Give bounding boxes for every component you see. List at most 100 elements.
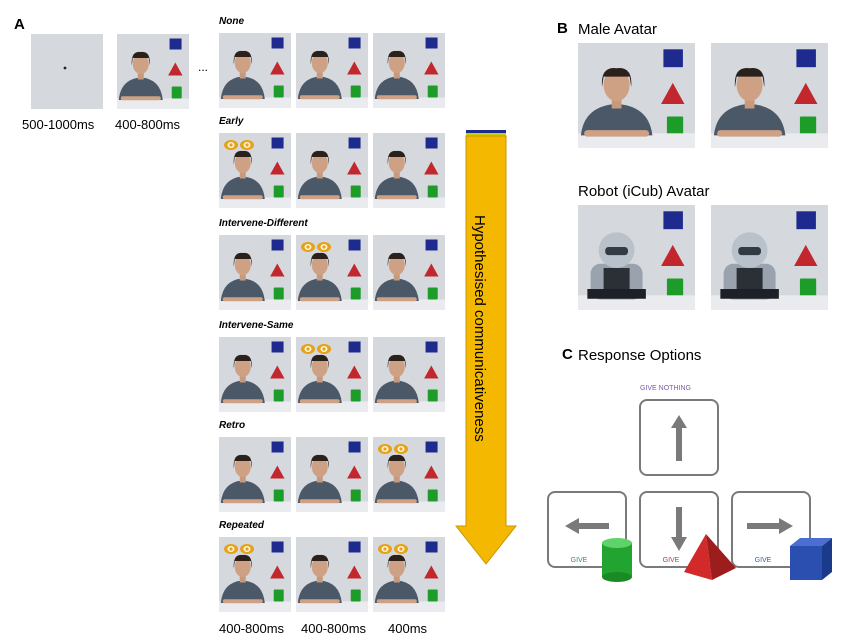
timing-col-1: 400-800ms [219, 621, 285, 636]
blue-cube-icon [348, 441, 361, 453]
red-pyramid-icon [794, 82, 818, 105]
avatar-frame [296, 337, 368, 412]
key-left[interactable]: GIVE [547, 491, 627, 568]
red-pyramid-icon [347, 263, 362, 277]
green-cylinder-object [602, 538, 632, 582]
green-cylinder-icon [350, 185, 361, 198]
red-pyramid-icon [794, 244, 818, 267]
avatar-frame [373, 133, 445, 208]
red-pyramid-icon [424, 263, 439, 277]
panel-c-letter: C [562, 346, 573, 363]
blue-cube-icon [169, 38, 182, 50]
avatar-frame [219, 235, 291, 310]
timing-fixation: 500-1000ms [22, 117, 95, 132]
robot-avatar-frame-2 [711, 205, 828, 310]
green-cylinder-icon [350, 589, 361, 602]
avatar-frame [219, 437, 291, 512]
male-avatar-title: Male Avatar [578, 21, 657, 38]
avatar-frame [219, 537, 291, 612]
red-pyramid-icon [347, 161, 362, 175]
red-pyramid-icon [424, 465, 439, 479]
blue-cube-icon [425, 341, 438, 353]
green-cylinder-icon [273, 489, 284, 502]
avatar-frame [296, 437, 368, 512]
timing-col-2: 400-800ms [301, 621, 367, 636]
arrow-left-icon [565, 518, 609, 534]
green-cylinder-icon [350, 389, 361, 402]
give-right-label: GIVE [754, 557, 772, 564]
avatar-frame [296, 235, 368, 310]
condition-label: Repeated [219, 520, 265, 531]
red-pyramid-icon [347, 365, 362, 379]
blue-cube-icon [271, 239, 284, 251]
green-cylinder-icon [350, 489, 361, 502]
condition-label: Retro [219, 420, 246, 431]
give-nothing-label: GIVE NOTHING [640, 385, 691, 392]
red-pyramid-icon [424, 365, 439, 379]
avatar-frame [373, 537, 445, 612]
give-down-label: GIVE [662, 557, 680, 564]
green-cylinder-icon [273, 287, 284, 300]
red-pyramid-icon [347, 565, 362, 579]
red-pyramid-icon [424, 565, 439, 579]
avatar-frame [296, 133, 368, 208]
avatar-frame [117, 34, 189, 109]
communicativeness-arrow [455, 130, 517, 565]
blue-cube-icon [271, 137, 284, 149]
red-pyramid-icon [424, 61, 439, 75]
robot-avatar-frame-1 [578, 205, 695, 310]
red-pyramid-icon [168, 62, 183, 76]
red-pyramid-icon [270, 365, 285, 379]
red-pyramid-icon [347, 61, 362, 75]
blue-cube-icon [425, 441, 438, 453]
red-pyramid-icon [270, 161, 285, 175]
eye-cue-icon [224, 544, 254, 554]
panel-b-letter: B [557, 20, 568, 37]
red-pyramid-icon [347, 465, 362, 479]
green-cylinder-icon [171, 86, 182, 99]
avatar-frame [296, 33, 368, 108]
blue-cube-icon [348, 341, 361, 353]
male-avatar-frame-1 [578, 43, 695, 148]
timing-col-3: 400ms [388, 621, 428, 636]
green-cylinder-icon [273, 85, 284, 98]
eye-cue-icon [301, 344, 331, 354]
male-avatar-frame-2 [711, 43, 828, 148]
avatar-frame [219, 337, 291, 412]
blue-cube-icon [796, 49, 816, 68]
red-pyramid-icon [270, 465, 285, 479]
condition-label: Intervene-Same [219, 320, 294, 331]
robot-avatar-title: Robot (iCub) Avatar [578, 183, 710, 200]
green-cylinder-icon [427, 489, 438, 502]
blue-cube-icon [271, 441, 284, 453]
timing-avatar: 400-800ms [115, 117, 181, 132]
blue-cube-icon [271, 37, 284, 49]
red-pyramid-icon [424, 161, 439, 175]
key-up[interactable] [639, 399, 719, 476]
green-cylinder-icon [799, 278, 817, 298]
fixation-frame [31, 34, 103, 109]
avatar-frame [296, 537, 368, 612]
eye-cue-icon [378, 444, 408, 454]
blue-cube-object [790, 538, 832, 580]
eye-cue-icon [224, 140, 254, 150]
green-cylinder-icon [427, 287, 438, 300]
red-pyramid-icon [661, 82, 685, 105]
give-left-label: GIVE [570, 557, 588, 564]
condition-label: Intervene-Different [219, 218, 308, 229]
red-pyramid-icon [270, 565, 285, 579]
green-cylinder-icon [427, 589, 438, 602]
green-cylinder-icon [350, 85, 361, 98]
communicativeness-label: Hypothesised communicativeness [471, 215, 488, 442]
green-cylinder-icon [799, 116, 817, 136]
blue-cube-icon [796, 211, 816, 230]
red-pyramid-icon [270, 263, 285, 277]
blue-cube-icon [425, 239, 438, 251]
green-cylinder-icon [350, 287, 361, 300]
blue-cube-icon [271, 341, 284, 353]
ellipsis: ... [198, 60, 209, 74]
green-cylinder-icon [666, 278, 684, 298]
condition-label: None [219, 16, 244, 27]
avatar-frame [373, 33, 445, 108]
blue-cube-icon [425, 137, 438, 149]
